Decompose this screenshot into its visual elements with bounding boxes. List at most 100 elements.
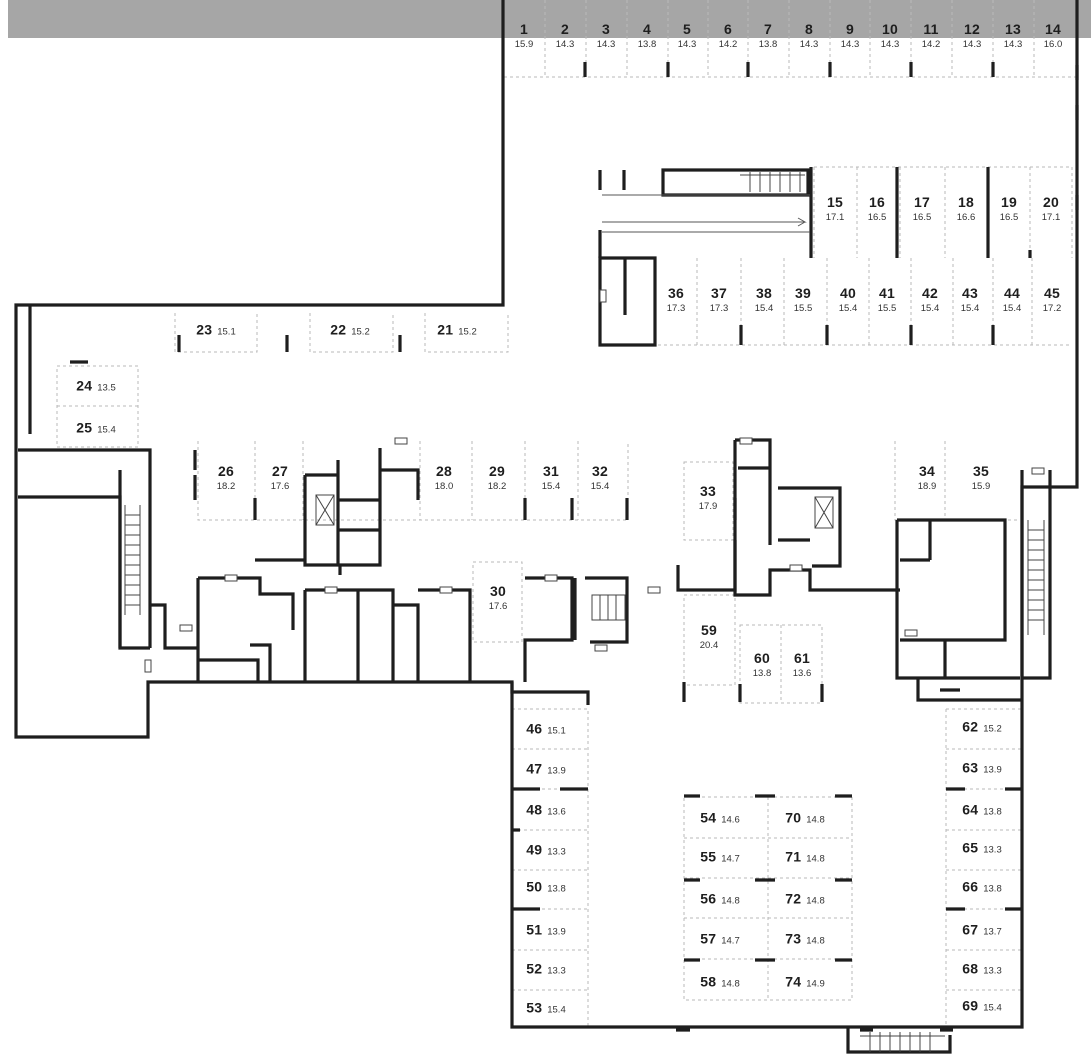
space-area: 14.9 bbox=[806, 978, 825, 990]
space-area: 15.9 bbox=[514, 38, 534, 50]
space-area: 13.8 bbox=[547, 883, 566, 895]
space-area: 14.7 bbox=[721, 935, 740, 947]
space-area: 15.4 bbox=[960, 302, 980, 314]
space-area: 18.9 bbox=[917, 480, 937, 492]
space-number: 22 bbox=[330, 321, 347, 338]
space-area: 14.7 bbox=[721, 853, 740, 865]
space-number: 35 bbox=[973, 463, 989, 480]
space-number: 31 bbox=[543, 463, 559, 480]
space-number: 59 bbox=[701, 622, 717, 639]
space-number: 19 bbox=[1001, 194, 1017, 211]
space-area: 14.3 bbox=[962, 38, 982, 50]
space-area: 13.3 bbox=[983, 965, 1002, 977]
space-number: 36 bbox=[668, 285, 684, 302]
space-number: 46 bbox=[526, 720, 543, 737]
space-number: 49 bbox=[526, 841, 543, 858]
space-area: 18.0 bbox=[434, 480, 454, 492]
space-number: 26 bbox=[218, 463, 234, 480]
space-area: 14.2 bbox=[921, 38, 941, 50]
space-area: 13.3 bbox=[547, 965, 566, 977]
space-area: 14.8 bbox=[721, 978, 740, 990]
space-area: 17.3 bbox=[666, 302, 686, 314]
space-number: 2 bbox=[561, 21, 569, 38]
space-number: 8 bbox=[805, 21, 813, 38]
space-number: 4 bbox=[643, 21, 651, 38]
